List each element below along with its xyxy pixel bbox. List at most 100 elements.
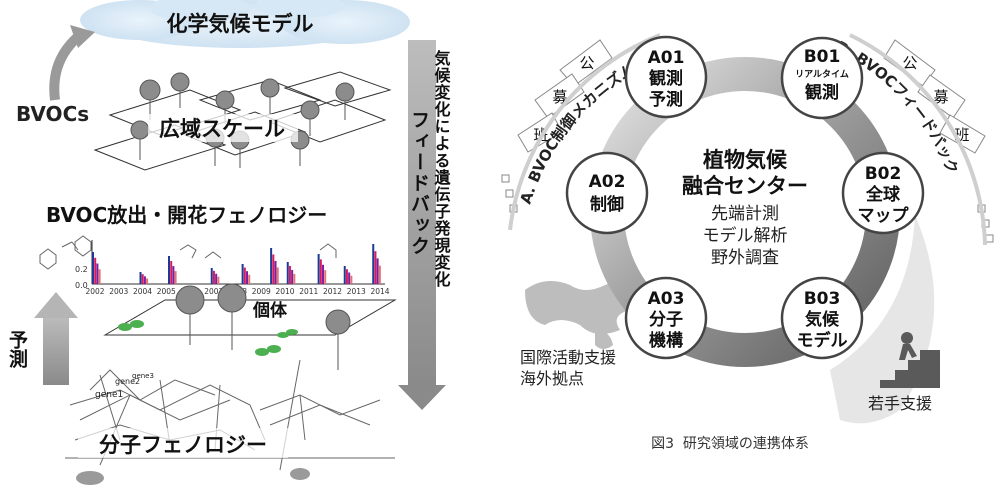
chart-bar <box>98 269 101 284</box>
intl-label-1: 国際活動支援 <box>520 348 616 367</box>
node-b02[interactable]: B02 全球 マップ <box>841 151 925 235</box>
chart-bar <box>348 272 351 284</box>
chart-year-label: 2012 <box>323 287 342 296</box>
node-a01-l2: 予測 <box>649 89 683 110</box>
chart-year-label: 2011 <box>299 287 318 296</box>
node-b01-l1: 観測 <box>805 82 839 103</box>
chart-bar <box>270 248 273 284</box>
young-label: 若手支援 <box>868 394 932 413</box>
chart-bar <box>212 270 215 284</box>
node-b03[interactable]: B03 気候 モデル <box>780 276 864 360</box>
node-b01-small: リアルタイム <box>795 68 849 80</box>
staircase-icon <box>880 332 940 388</box>
node-b02-code: B02 <box>865 164 902 184</box>
chart-bar <box>288 265 291 284</box>
gene3-label: gene3 <box>132 372 154 380</box>
node-b02-l1: 全球 <box>865 184 901 205</box>
center-item-3: 野外調査 <box>711 248 779 268</box>
center-item-1: 先端計測 <box>711 204 779 224</box>
chart-bar <box>246 271 249 284</box>
node-a01-l1: 観測 <box>649 68 683 89</box>
node-a01[interactable]: A01 観測 予測 <box>624 35 708 119</box>
chart-bar <box>350 275 353 284</box>
chart-bar <box>94 257 97 284</box>
node-b03-l1: 気候 <box>804 309 840 330</box>
individual-plate <box>103 283 397 370</box>
wide-scale-label-bg <box>148 114 298 142</box>
cloud <box>80 0 410 48</box>
node-a03-code: A03 <box>648 289 685 309</box>
node-a03[interactable]: A03 分子 機構 <box>624 276 708 360</box>
chart-year-label: 2014 <box>370 287 389 296</box>
node-b02-l2: マップ <box>858 205 910 226</box>
chart-year-label: 2009 <box>252 287 271 296</box>
kobo-left-2: 募 <box>552 88 567 106</box>
intl-label-2: 海外拠点 <box>520 369 584 388</box>
chart-bar <box>322 264 325 284</box>
wide-scale-label: 広域スケール <box>159 117 285 141</box>
chart-bar <box>374 251 377 284</box>
chart-year-label: 2002 <box>85 287 104 296</box>
bvocs-arrow <box>49 25 95 101</box>
node-a02-code: A02 <box>589 172 626 192</box>
chart-bar <box>146 278 149 284</box>
chart-bar <box>276 267 279 284</box>
chart-year-label: 2013 <box>347 287 366 296</box>
node-a01-code: A01 <box>648 48 685 68</box>
chart-bar <box>345 269 348 284</box>
node-b03-l2: モデル <box>797 330 848 351</box>
phenology-chart: 0.2 0.0 20022003200420052006200720082009… <box>75 240 390 296</box>
figure-caption: 図3 研究領域の連携体系 <box>651 435 809 452</box>
ground-sketch <box>76 468 310 485</box>
outer-arc-left <box>508 33 661 231</box>
chart-bar <box>96 263 99 284</box>
node-a03-l2: 機構 <box>649 330 683 351</box>
chart-year-label: 2003 <box>109 287 128 296</box>
chart-bar <box>217 276 220 284</box>
chart-year-label: 2004 <box>133 287 152 296</box>
chart-bar <box>286 262 289 284</box>
outer-arc-right <box>849 33 987 246</box>
chart-bar <box>343 266 346 284</box>
chart-bar <box>248 274 251 284</box>
chart-bar <box>215 273 218 284</box>
feedback-vertical-1: 気候変化による遺伝子発現変化 <box>432 49 452 288</box>
chart-year-label: 2010 <box>275 287 294 296</box>
chart-tick-00: 0.0 <box>75 281 88 290</box>
node-b03-code: B03 <box>804 289 841 309</box>
chart-bar <box>324 270 327 284</box>
chart-bar <box>272 254 275 284</box>
center-disc <box>627 94 863 330</box>
bvocs-label: BVOCs <box>16 102 89 126</box>
node-b01[interactable]: B01 リアルタイム 観測 <box>780 36 864 120</box>
chart-bar <box>139 272 142 284</box>
chart-bar <box>92 252 94 284</box>
node-b01-code: B01 <box>804 47 841 67</box>
node-a03-l1: 分子 <box>649 310 683 330</box>
molecular-label-bg <box>78 428 288 458</box>
molecular-phenology-label: 分子フェノロジー <box>99 433 267 457</box>
chart-bar <box>293 273 296 284</box>
chart-bar <box>141 274 144 284</box>
chart-bar <box>291 269 294 284</box>
chart-bar <box>319 259 322 284</box>
chart-bar <box>376 258 379 284</box>
chart-bar <box>372 244 375 284</box>
chart-bars <box>92 244 381 284</box>
center-title-2: 融合センター <box>682 174 808 198</box>
kobo-right-1: 公 <box>902 54 917 72</box>
chart-bar <box>168 256 170 284</box>
prediction-label: 予測 <box>6 330 28 368</box>
kobo-right-2: 募 <box>933 88 948 106</box>
prediction-arrow <box>34 292 78 385</box>
chart-bar <box>317 254 320 284</box>
feedback-arrow <box>398 40 446 410</box>
node-a02-l1: 制御 <box>590 194 624 215</box>
phenology-title: BVOC放出・開花フェノロジー <box>46 203 327 227</box>
feedback-vertical-2: フィードバック <box>408 110 430 257</box>
chart-year-labels: 2002200320042005200620072008200920102011… <box>85 287 389 296</box>
molecule-sketch <box>39 235 337 270</box>
chart-bar <box>174 271 177 284</box>
node-a02[interactable]: A02 制御 <box>565 151 649 235</box>
